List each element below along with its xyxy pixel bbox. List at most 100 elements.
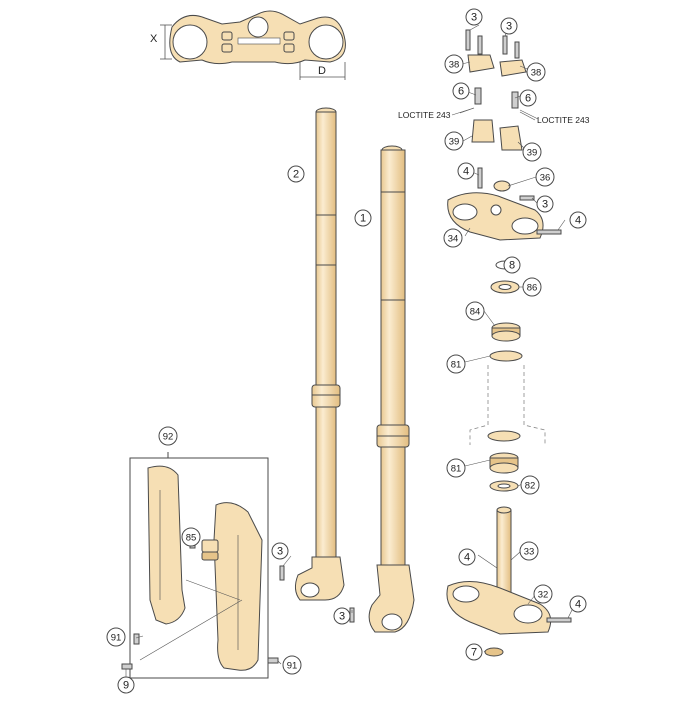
- callout-circle: [535, 167, 555, 187]
- callout-number: 4: [575, 215, 581, 227]
- callout-c6a: 6: [452, 82, 470, 100]
- callout-c2: 2: [287, 165, 305, 183]
- callout-number: 8: [509, 260, 515, 272]
- callout-c82: 82: [520, 475, 540, 495]
- callout-circle: [444, 131, 464, 151]
- callout-circle: [117, 676, 135, 694]
- callout-c9: 9: [117, 676, 135, 694]
- callout-circle: [287, 165, 305, 183]
- upper-triple-clamp-34: [447, 192, 544, 241]
- callout-c39a: 39: [444, 131, 464, 151]
- callout-c4c: 4: [458, 548, 476, 566]
- bearing-race-81-upper: [489, 350, 523, 362]
- guard-clip-85: [201, 539, 219, 561]
- bearing-race-81-lower: [487, 430, 521, 442]
- callout-number: 32: [538, 590, 549, 601]
- callout-c3d: 3: [333, 607, 351, 625]
- callout-circle: [158, 426, 178, 446]
- callout-circle: [503, 256, 521, 274]
- callout-number: 84: [470, 307, 481, 318]
- callout-circle: [569, 595, 587, 613]
- callout-c81b: 81: [446, 458, 466, 478]
- callout-circle: [458, 548, 476, 566]
- callout-c3b: 3: [500, 17, 518, 35]
- callout-number: 3: [506, 21, 512, 33]
- seal-82: [489, 480, 519, 492]
- callout-circle: [282, 655, 302, 675]
- callout-circle: [519, 89, 537, 107]
- bearing-cover-86: [490, 280, 520, 294]
- callout-c91a: 91: [106, 627, 126, 647]
- callout-c3c: 3: [271, 542, 289, 560]
- callout-number: 85: [186, 533, 197, 544]
- fork-leg-1: [368, 145, 415, 633]
- fork-guard-right: [213, 502, 263, 671]
- callout-circle: [457, 162, 475, 180]
- callout-circle: [443, 228, 463, 248]
- dimension-x-label: X: [150, 33, 158, 45]
- callout-circle: [333, 607, 351, 625]
- callout-number: 4: [463, 166, 469, 178]
- callout-number: 1: [360, 213, 366, 225]
- callout-number: 6: [525, 93, 531, 105]
- callout-circle: [533, 584, 553, 604]
- callout-circle: [452, 82, 470, 100]
- callout-circle: [500, 17, 518, 35]
- callout-circle: [526, 62, 546, 82]
- plug-7: [484, 647, 504, 657]
- callout-number: 3: [542, 199, 548, 211]
- callout-c36: 36: [535, 167, 555, 187]
- dimension-d-label: D: [318, 65, 326, 77]
- callout-number: 38: [531, 68, 542, 79]
- callout-c92: 92: [158, 426, 178, 446]
- callout-c34: 34: [443, 228, 463, 248]
- callout-c38b: 38: [526, 62, 546, 82]
- callout-circle: [536, 195, 554, 213]
- callout-number: 36: [540, 173, 551, 184]
- lower-triple-clamp-32: [446, 506, 552, 635]
- callout-c81a: 81: [446, 354, 466, 374]
- callout-c4d: 4: [569, 595, 587, 613]
- callout-number: 3: [471, 12, 477, 24]
- callout-c91b: 91: [282, 655, 302, 675]
- callout-circle: [181, 527, 201, 547]
- callout-number: 34: [448, 234, 459, 245]
- callout-c32: 32: [533, 584, 553, 604]
- callout-c7: 7: [465, 643, 483, 661]
- callout-c84: 84: [465, 301, 485, 321]
- callout-number: 86: [527, 283, 538, 294]
- callout-number: 82: [525, 481, 536, 492]
- callout-circle: [522, 142, 542, 162]
- callout-c33: 33: [519, 541, 539, 561]
- loctite-leader-right: [519, 111, 536, 121]
- callout-circle: [354, 209, 372, 227]
- callout-number: 91: [287, 661, 298, 672]
- callout-c39b: 39: [522, 142, 542, 162]
- callout-circle: [569, 211, 587, 229]
- callout-number: 81: [451, 464, 462, 475]
- fork-leg-2: [294, 107, 345, 601]
- clamp-bolts-top: [465, 29, 520, 59]
- handlebar-clamp-upper-38: [467, 54, 527, 77]
- top-clamp-detail: [169, 10, 346, 65]
- handlebar-clamp-lower-39: [471, 119, 523, 151]
- callout-circle: [522, 277, 542, 297]
- callout-c3a: 3: [465, 8, 483, 26]
- handlebar-bolts-6: [474, 87, 519, 109]
- steering-head-ghost: [469, 365, 546, 445]
- callout-c4a: 4: [457, 162, 475, 180]
- fork-guard-left: [147, 465, 186, 625]
- callout-number: 3: [339, 611, 345, 623]
- callout-c4b: 4: [569, 211, 587, 229]
- callout-c85: 85: [181, 527, 201, 547]
- callout-circle: [465, 643, 483, 661]
- callout-circle: [106, 627, 126, 647]
- callout-number: 92: [163, 432, 174, 443]
- callout-number: 91: [111, 633, 122, 644]
- callout-circle: [444, 54, 464, 74]
- steering-nut-36: [493, 180, 511, 192]
- loctite-label-left: LOCTITE 243: [398, 110, 451, 120]
- callout-number: 9: [123, 680, 129, 692]
- callout-c86: 86: [522, 277, 542, 297]
